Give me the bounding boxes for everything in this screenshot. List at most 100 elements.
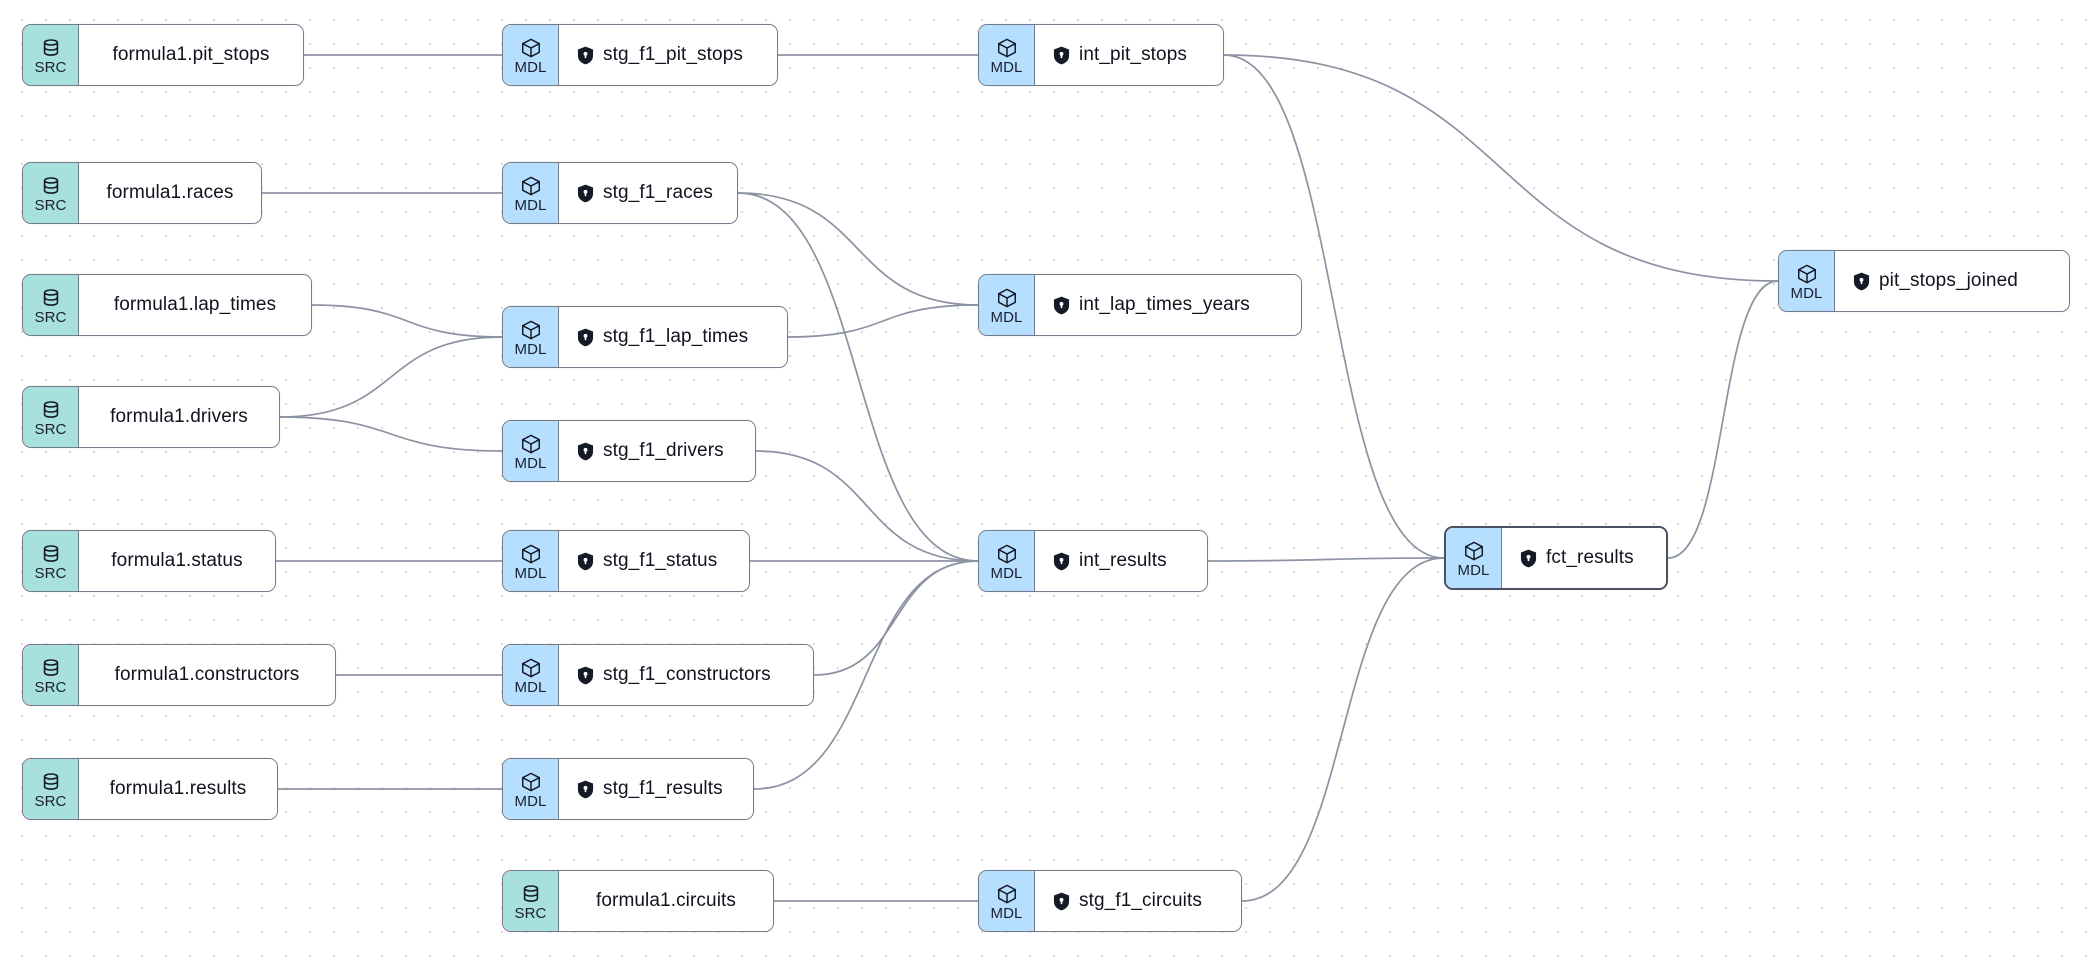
cube-icon bbox=[520, 319, 542, 341]
badge-label: SRC bbox=[514, 905, 547, 922]
node-label: fct_results bbox=[1546, 547, 1634, 568]
node-body: formula1.pit_stops bbox=[79, 25, 303, 85]
node-label: stg_f1_constructors bbox=[603, 664, 771, 685]
node-label: formula1.races bbox=[106, 182, 234, 203]
shield-icon bbox=[1053, 892, 1070, 911]
lineage-edge-int_pit_stops-to-pit_stops_joined bbox=[1223, 54, 1779, 282]
lineage-node-stg_status[interactable]: MDL stg_f1_status bbox=[502, 530, 750, 592]
lineage-edge-int_results-to-fct_results bbox=[1207, 557, 1445, 562]
node-body: stg_f1_status bbox=[559, 531, 749, 591]
database-icon bbox=[40, 175, 62, 197]
badge-label: SRC bbox=[34, 421, 67, 438]
node-label: stg_f1_results bbox=[603, 778, 723, 799]
node-body: int_lap_times_years bbox=[1035, 275, 1301, 335]
cube-icon bbox=[1796, 263, 1818, 285]
model-badge: MDL bbox=[503, 531, 559, 591]
badge-label: MDL bbox=[990, 905, 1023, 922]
lineage-node-stg_circuits[interactable]: MDL stg_f1_circuits bbox=[978, 870, 1242, 932]
model-badge: MDL bbox=[503, 25, 559, 85]
model-badge: MDL bbox=[979, 871, 1035, 931]
node-label: pit_stops_joined bbox=[1879, 270, 2018, 291]
node-body: formula1.results bbox=[79, 759, 277, 819]
lineage-node-src_races[interactable]: SRC formula1.races bbox=[22, 162, 262, 224]
model-badge: MDL bbox=[1779, 251, 1835, 311]
cube-icon bbox=[520, 175, 542, 197]
lineage-node-pit_stops_joined[interactable]: MDL pit_stops_joined bbox=[1778, 250, 2070, 312]
lineage-node-src_results[interactable]: SRC formula1.results bbox=[22, 758, 278, 820]
model-badge: MDL bbox=[979, 25, 1035, 85]
node-body: formula1.races bbox=[79, 163, 261, 223]
node-body: stg_f1_drivers bbox=[559, 421, 755, 481]
node-body: stg_f1_lap_times bbox=[559, 307, 787, 367]
node-label: formula1.pit_stops bbox=[112, 44, 270, 65]
lineage-edge-stg_races-to-int_lap_times_years bbox=[737, 192, 979, 306]
badge-label: SRC bbox=[34, 565, 67, 582]
badge-label: SRC bbox=[34, 59, 67, 76]
shield-icon bbox=[577, 780, 594, 799]
badge-label: MDL bbox=[514, 565, 547, 582]
node-body: formula1.constructors bbox=[79, 645, 335, 705]
node-body: formula1.lap_times bbox=[79, 275, 311, 335]
node-label: formula1.results bbox=[109, 778, 247, 799]
lineage-edge-stg_races-to-int_results bbox=[737, 192, 979, 562]
node-body: formula1.status bbox=[79, 531, 275, 591]
model-badge: MDL bbox=[503, 421, 559, 481]
lineage-node-fct_results[interactable]: MDL fct_results bbox=[1444, 526, 1668, 590]
badge-label: SRC bbox=[34, 197, 67, 214]
node-label: formula1.lap_times bbox=[113, 294, 277, 315]
lineage-node-src_pit_stops[interactable]: SRC formula1.pit_stops bbox=[22, 24, 304, 86]
badge-label: MDL bbox=[990, 565, 1023, 582]
cube-icon bbox=[996, 543, 1018, 565]
badge-label: MDL bbox=[514, 455, 547, 472]
badge-label: MDL bbox=[990, 309, 1023, 326]
badge-label: SRC bbox=[34, 793, 67, 810]
database-icon bbox=[520, 883, 542, 905]
shield-icon bbox=[577, 666, 594, 685]
lineage-edge-stg_lap_times-to-int_lap_times_years bbox=[787, 304, 979, 338]
lineage-node-stg_drivers[interactable]: MDL stg_f1_drivers bbox=[502, 420, 756, 482]
badge-label: SRC bbox=[34, 679, 67, 696]
lineage-edge-stg_drivers-to-int_results bbox=[755, 450, 979, 562]
shield-icon bbox=[1053, 552, 1070, 571]
lineage-node-int_lap_times_years[interactable]: MDL int_lap_times_years bbox=[978, 274, 1302, 336]
badge-label: MDL bbox=[514, 59, 547, 76]
lineage-node-src_status[interactable]: SRC formula1.status bbox=[22, 530, 276, 592]
model-badge: MDL bbox=[979, 531, 1035, 591]
cube-icon bbox=[520, 37, 542, 59]
node-label: stg_f1_circuits bbox=[1079, 890, 1202, 911]
model-badge: MDL bbox=[1446, 528, 1502, 588]
shield-icon bbox=[577, 184, 594, 203]
cube-icon bbox=[996, 37, 1018, 59]
shield-icon bbox=[577, 46, 594, 65]
node-label: stg_f1_races bbox=[603, 182, 713, 203]
shield-icon bbox=[577, 442, 594, 461]
cube-icon bbox=[1463, 540, 1485, 562]
badge-label: MDL bbox=[1790, 285, 1823, 302]
database-icon bbox=[40, 287, 62, 309]
cube-icon bbox=[520, 433, 542, 455]
node-label: formula1.constructors bbox=[114, 664, 300, 685]
database-icon bbox=[40, 543, 62, 565]
source-badge: SRC bbox=[503, 871, 559, 931]
badge-label: MDL bbox=[990, 59, 1023, 76]
source-badge: SRC bbox=[23, 25, 79, 85]
node-body: stg_f1_results bbox=[559, 759, 753, 819]
lineage-edge-src_lap_times-to-stg_lap_times bbox=[311, 304, 503, 338]
node-body: stg_f1_races bbox=[559, 163, 737, 223]
lineage-node-src_constructors[interactable]: SRC formula1.constructors bbox=[22, 644, 336, 706]
node-body: stg_f1_circuits bbox=[1035, 871, 1241, 931]
lineage-edge-stg_constructors-to-int_results bbox=[813, 560, 979, 676]
source-badge: SRC bbox=[23, 387, 79, 447]
model-badge: MDL bbox=[979, 275, 1035, 335]
